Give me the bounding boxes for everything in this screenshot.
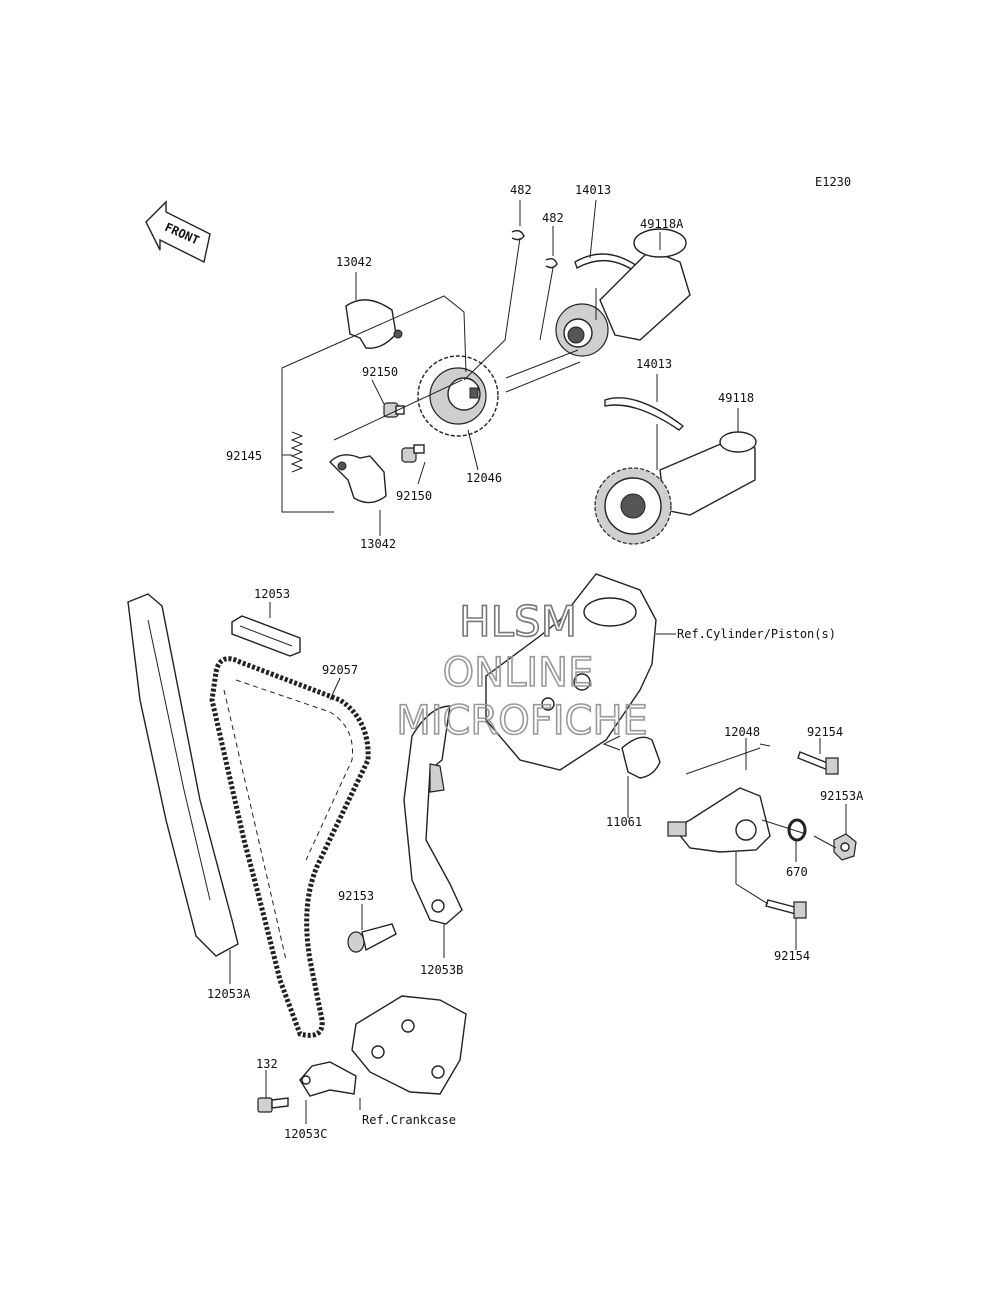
label-670: 670 <box>786 865 808 879</box>
label-92057: 92057 <box>322 663 358 677</box>
label-13042-b: 13042 <box>360 537 396 551</box>
circlip-482-a <box>511 229 525 241</box>
label-482-a: 482 <box>510 183 532 197</box>
watermark-line3: MICROFICHE <box>396 698 648 744</box>
label-482-b: 482 <box>542 211 564 225</box>
ref-cylinder: Ref.Cylinder/Piston(s) <box>677 627 836 641</box>
diagram-code: E1230 <box>815 175 851 189</box>
chain-guide-12053b <box>403 705 463 925</box>
weight-13042-b <box>329 454 387 504</box>
label-12046: 12046 <box>466 471 502 485</box>
label-92150-b: 92150 <box>396 489 432 503</box>
label-13042-a: 13042 <box>336 255 372 269</box>
pin-92150-b <box>401 444 425 463</box>
camshaft-49118a <box>555 228 691 357</box>
watermark-line1: HLSM <box>459 597 577 646</box>
label-14013-a: 14013 <box>575 183 611 197</box>
label-11061: 11061 <box>606 815 642 829</box>
label-12048: 12048 <box>724 725 760 739</box>
bolt-92154-a <box>797 751 839 775</box>
label-12053a: 12053A <box>207 987 251 1001</box>
bolt-132 <box>257 1097 289 1113</box>
o-ring-670 <box>787 818 807 842</box>
label-92145: 92145 <box>226 449 262 463</box>
chain-guide-12053a <box>127 593 239 957</box>
label-132: 132 <box>256 1057 278 1071</box>
weight-13042-a <box>345 299 403 349</box>
label-92153a: 92153A <box>820 789 864 803</box>
chain-damper-12053 <box>231 615 301 657</box>
spring-92145 <box>290 431 304 473</box>
crankcase-ref-shape <box>351 995 467 1095</box>
label-12053c: 12053C <box>284 1127 327 1141</box>
label-92150-a: 92150 <box>362 365 398 379</box>
ref-crankcase: Ref.Crankcase <box>362 1113 456 1127</box>
gasket-11061 <box>621 736 661 779</box>
label-92153: 92153 <box>338 889 374 903</box>
timing-chain-92057 <box>209 656 371 1038</box>
label-92154-a: 92154 <box>807 725 843 739</box>
cylinder-ref-shape <box>485 573 657 771</box>
bolt-92153 <box>347 923 397 953</box>
label-49118a: 49118A <box>640 217 684 231</box>
bolt-92154-b <box>765 899 807 919</box>
label-14013-b: 14013 <box>636 357 672 371</box>
half-ring-14013-b <box>604 397 685 431</box>
pin-92150-a <box>383 402 405 418</box>
label-12053: 12053 <box>254 587 290 601</box>
label-49118: 49118 <box>718 391 754 405</box>
label-12053b: 12053B <box>420 963 463 977</box>
nut-92153a <box>833 833 857 861</box>
watermark-line2: ONLINE <box>443 650 594 696</box>
circlip-482-b <box>545 257 558 269</box>
camshaft-49118 <box>594 431 757 545</box>
tensioner-12048 <box>667 787 771 853</box>
bracket-12053c <box>299 1061 357 1097</box>
front-arrow-icon: FRONT <box>145 200 211 264</box>
cam-sprocket-12046 <box>417 355 499 437</box>
label-92154-b: 92154 <box>774 949 810 963</box>
